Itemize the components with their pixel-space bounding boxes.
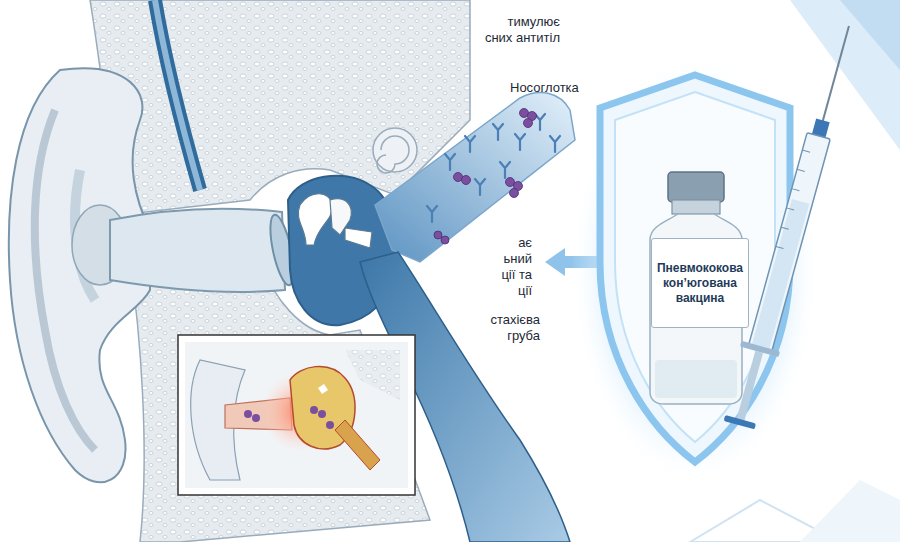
annotation-label: тимулює сних антитіл [478, 14, 560, 46]
structure-label: Носоглотка [510, 80, 600, 96]
annotation-label: ає ьний ції та ції [490, 235, 532, 299]
vial-label-text: Пневмококова кон’югована вакцина [656, 261, 744, 306]
structure-label: стахієва груба [478, 312, 540, 344]
vial-label: Пневмококова кон’югована вакцина [651, 238, 749, 328]
